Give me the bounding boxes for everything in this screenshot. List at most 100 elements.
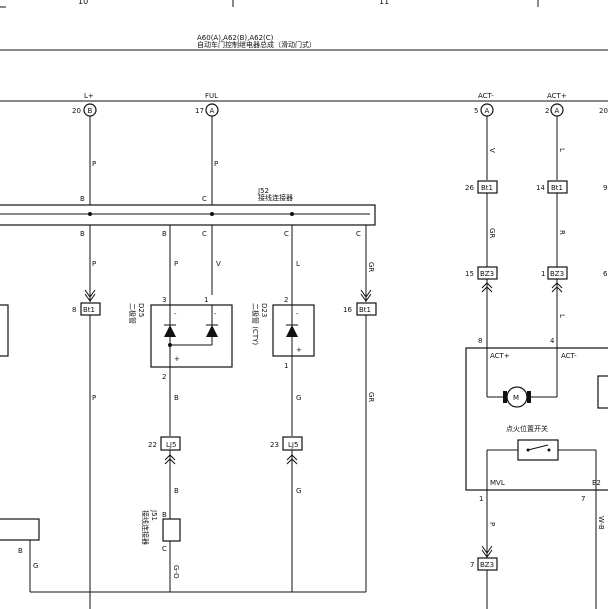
diode-id: D23 (260, 303, 268, 317)
component-code: A60(A),A62(B),A62(C) (197, 34, 274, 42)
pin-label: ACT- (478, 92, 494, 100)
wire-color: G (296, 394, 301, 402)
connector-name: Bt1 (83, 306, 95, 314)
j51-id: J51 (150, 509, 158, 521)
connector-name: LJ5 (288, 441, 298, 449)
connector-pin: 6 (603, 270, 608, 278)
left-partial-component (0, 304, 9, 357)
diode-triangle (286, 325, 298, 337)
junction-dot (210, 212, 214, 216)
j52-id: J52 (257, 187, 269, 195)
wire-color: L (558, 314, 566, 318)
j51-name: 接线连接器 (141, 510, 150, 545)
ecu-box (465, 347, 608, 491)
diode-d25: D25 二极管 3 1 - - + 2 (128, 296, 233, 381)
connector-name: LJ5 (166, 441, 176, 449)
connector-name: Bt1 (481, 184, 493, 192)
wire-color: W-B (597, 516, 605, 530)
diode-mark: - (174, 310, 177, 318)
wire-color: V (488, 148, 496, 153)
pin-number: B (162, 511, 167, 519)
ecu-label-e2: E2 (592, 479, 601, 487)
pin-letter: B (88, 107, 93, 115)
wire-color: G (296, 487, 301, 495)
j51-box (162, 518, 181, 542)
connector-pin: 14 (536, 184, 545, 192)
pin-number: 17 (195, 107, 204, 115)
component-title: 自动车门控制继电器总成（滑动门式） (197, 40, 316, 49)
column-number-right: 11 (379, 0, 389, 6)
pin-ful: FUL A 17 (195, 92, 219, 117)
pin-number: 1 (479, 495, 483, 503)
ecu-label-act-plus: ACT+ (490, 352, 510, 360)
wire-color: GR (367, 262, 375, 272)
connector-chevron (84, 289, 96, 302)
connector-name: Bt1 (551, 184, 563, 192)
ignition-switch (517, 439, 559, 461)
column-number-left: 10 (78, 0, 88, 6)
diode-box (150, 304, 233, 368)
wire-color: P (214, 160, 218, 168)
switch-blade (527, 444, 549, 451)
connector-pin: 9 (603, 184, 607, 192)
diode-mark: + (174, 355, 180, 363)
pin-number: 5 (474, 107, 478, 115)
connector-pin: 8 (72, 306, 76, 314)
pin-act-plus: ACT+ A 2 (545, 92, 567, 117)
bus-pin-letter: B (80, 195, 85, 203)
wire-color: V (216, 260, 221, 268)
j52-name: 接线连接器 (258, 193, 293, 202)
pin-label: FUL (205, 92, 218, 100)
pin-number: 1 (204, 296, 208, 304)
connector-pin: 23 (270, 441, 279, 449)
pin-l-plus: L+ B 20 (72, 92, 97, 117)
diode-mark: - (296, 310, 299, 318)
diode-mark: + (296, 346, 302, 354)
diode-triangle (206, 325, 218, 337)
connector-chevron (481, 545, 493, 558)
connector-name: BZ3 (550, 270, 564, 278)
wire-color: R (558, 230, 566, 235)
motor-label: M (513, 394, 519, 402)
pin-number: 4 (550, 337, 555, 345)
junction-dot (290, 212, 294, 216)
wire-color: L (296, 260, 300, 268)
diode-name: 二极管 (CTY) (251, 303, 260, 345)
pin-number: 2 (545, 107, 549, 115)
diode-triangle (164, 325, 176, 337)
pin-number: C (162, 545, 167, 553)
motor-brush (527, 391, 531, 403)
ecu-label-mvl: MVL (490, 479, 505, 487)
wire-color: P (92, 260, 96, 268)
connector-pin: 16 (343, 306, 352, 314)
connector-pin: 1 (541, 270, 545, 278)
bus-pin-letter: C (202, 230, 207, 238)
junction-j51: J51 接线连接器 B C (141, 509, 181, 553)
connector-name: Bt1 (359, 306, 371, 314)
connector-pin: 7 (470, 561, 474, 569)
wire-color: G-O (172, 565, 180, 579)
pin-number: 3 (162, 296, 166, 304)
wire-color: B (174, 394, 179, 402)
bus-pin-letter: C (356, 230, 361, 238)
connector-name: BZ3 (480, 270, 494, 278)
pin-label: L+ (84, 92, 94, 100)
pin-number: 1 (284, 362, 288, 370)
connector-pin: 22 (148, 441, 157, 449)
connector-name: BZ3 (480, 561, 494, 569)
pin-number: 2 (284, 296, 288, 304)
switch-contact (547, 448, 551, 452)
pin-number: 20 (72, 107, 81, 115)
pin-number-edge: 20 (599, 107, 608, 115)
connector-pin: 15 (465, 270, 474, 278)
motor-brush (503, 391, 507, 403)
pin-number: 2 (162, 373, 166, 381)
left-connector (0, 518, 40, 541)
j52-connector-bar (0, 204, 376, 226)
wire-color: G (33, 562, 38, 570)
connector-chevron (360, 289, 372, 302)
diode-name: 二极管 (128, 303, 137, 324)
bus-pin-letter: C (202, 195, 207, 203)
